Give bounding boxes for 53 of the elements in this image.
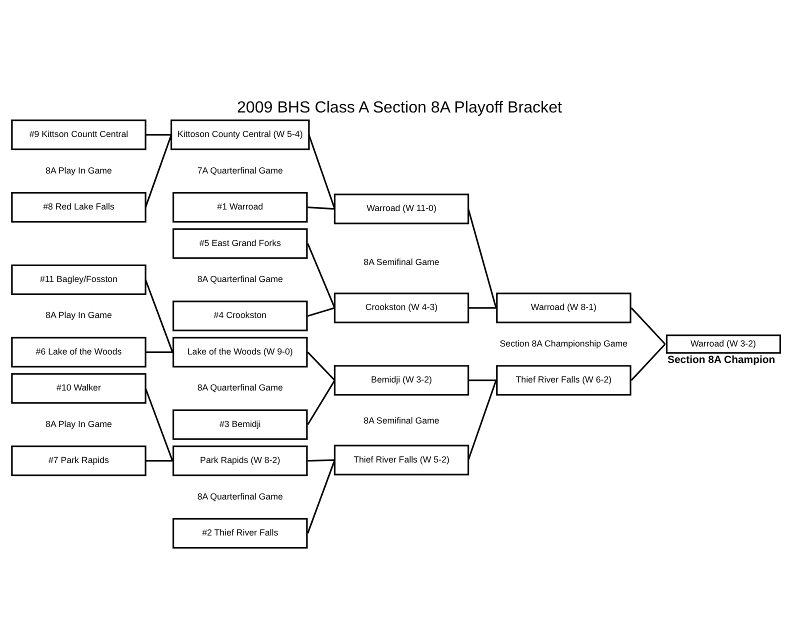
- connector: [146, 460, 172, 462]
- node-box: #5 East Grand Forks: [172, 228, 308, 259]
- node-box: #1 Warroad: [172, 192, 308, 223]
- node-box: #3 Bemidji: [172, 409, 308, 440]
- connector: [468, 380, 497, 460]
- node-box: #10 Walker: [11, 373, 146, 404]
- node-box: Thief River Falls (W 5-2): [334, 444, 470, 476]
- label: 8A Play In Game: [46, 418, 112, 429]
- node-box: #2 Thief River Falls: [172, 518, 308, 549]
- node-box: #6 Lake of the Woods: [11, 336, 146, 368]
- connector: [468, 208, 497, 308]
- label: 8A Quarterfinal Game: [197, 382, 283, 393]
- connector: [308, 134, 336, 210]
- node-box: #11 Bagley/Fosston: [11, 264, 146, 296]
- connector: [630, 307, 666, 345]
- label: 8A Quarterfinal Game: [197, 491, 283, 502]
- node-box: #4 Crookston: [172, 300, 308, 332]
- node-box: #9 Kittson Countt Central: [11, 120, 146, 150]
- connector: [307, 352, 336, 381]
- connector: [308, 459, 335, 462]
- node-box: Park Rapids (W 8-2): [172, 446, 308, 476]
- connector: [146, 134, 172, 136]
- label: 8A Quarterfinal Game: [197, 274, 283, 284]
- connector: [307, 243, 336, 308]
- connector: [307, 380, 336, 426]
- connector: [630, 344, 666, 381]
- label: 8A Semifinal Game: [364, 416, 440, 426]
- node-box: Warroad (W 11-0): [334, 194, 470, 224]
- label: 8A Semifinal Game: [364, 257, 440, 268]
- label: 7A Quarterfinal Game: [197, 165, 283, 176]
- connector: [306, 460, 336, 534]
- node-box: Thief River Falls (W 6-2): [496, 365, 632, 396]
- node-box: Kittoson County Central (W 5-4): [170, 120, 310, 150]
- node-box: Warroad (W 3-2): [666, 334, 782, 354]
- node-box: Lake of the Woods (W 9-0): [172, 336, 308, 368]
- label: Section 8A Championship Game: [500, 338, 628, 348]
- node-box: #8 Red Lake Falls: [11, 192, 146, 223]
- node-label: Section 8A Champion: [668, 354, 776, 366]
- connector: [144, 279, 174, 352]
- connector: [308, 206, 335, 210]
- node-box: #7 Park Rapids: [11, 446, 146, 476]
- node-box: Bemidji (W 3-2): [334, 365, 470, 396]
- node-box: Warroad (W 8-1): [496, 292, 632, 324]
- connector: [468, 380, 496, 382]
- node-box: Crookston (W 4-3): [334, 292, 470, 324]
- diagram-title: 2009 BHS Class A Section 8A Playoff Bracket: [236, 98, 562, 116]
- label: 8A Play In Game: [46, 165, 112, 176]
- label: 8A Play In Game: [46, 310, 112, 320]
- connector: [144, 388, 174, 462]
- connector: [144, 134, 172, 208]
- connector: [308, 307, 335, 317]
- connector: [146, 351, 172, 353]
- connector: [468, 307, 496, 309]
